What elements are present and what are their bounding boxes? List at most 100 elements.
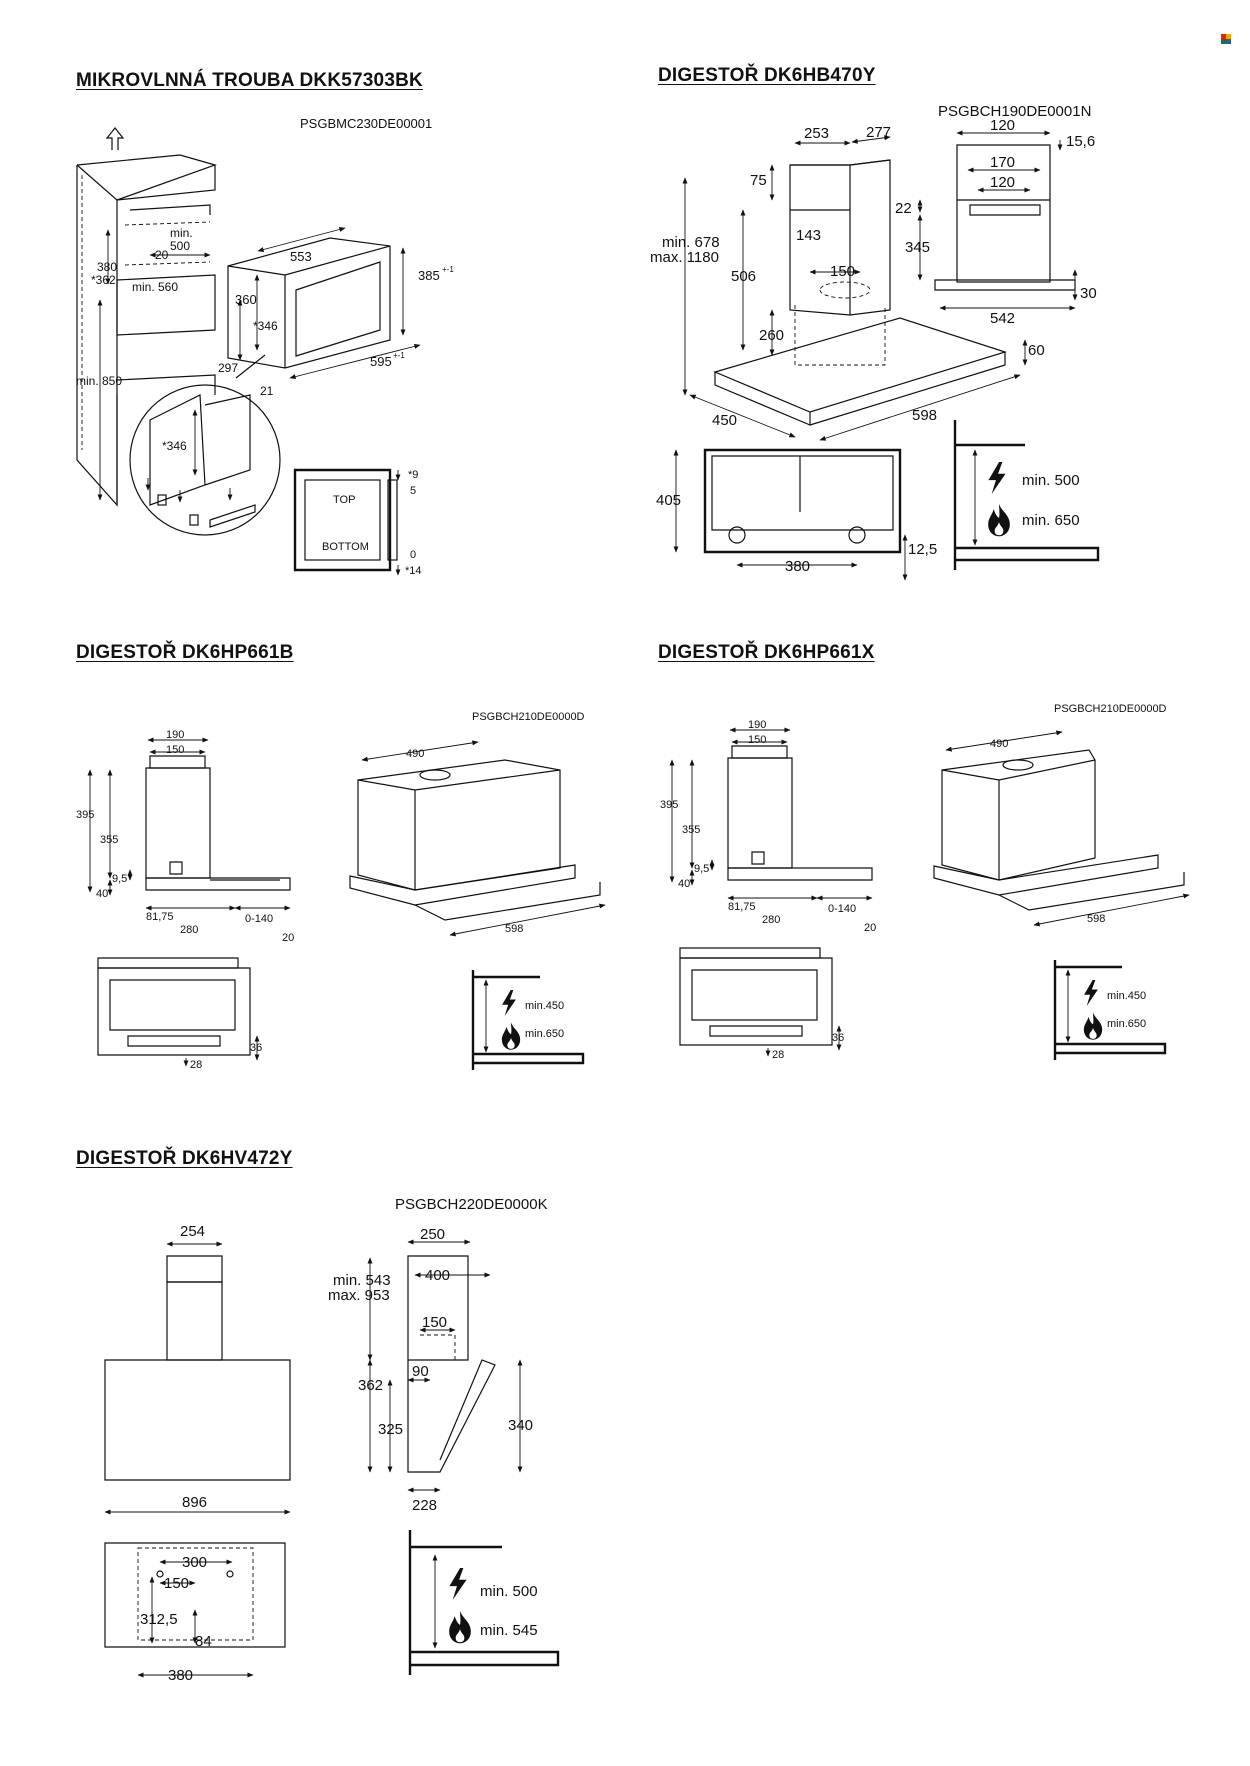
dimension-label-d28: 28	[190, 1059, 202, 1071]
dimension-label-d346b: *346	[162, 439, 187, 453]
dimension-label-d598: 598	[912, 407, 937, 424]
dimension-label-dmin: min. 543	[333, 1272, 391, 1289]
dimension-label-d598: 598	[1087, 913, 1105, 925]
dimension-label-d250: 250	[420, 1226, 445, 1243]
dimension-label-d340: 340	[508, 1417, 533, 1434]
dimension-label-d395: 395	[660, 799, 678, 811]
dimension-label-d228: 228	[412, 1497, 437, 1514]
dimension-label-d490: 490	[406, 748, 424, 760]
dimension-label-d506: 506	[731, 268, 756, 285]
dimension-label-d300: 300	[182, 1554, 207, 1571]
dimension-label-d36: 36	[250, 1042, 262, 1054]
dimension-label-safe500: min. 500	[480, 1583, 538, 1600]
hb470-code: PSGBCH190DE0001N	[938, 103, 1091, 120]
dimension-label-safe500: min. 500	[1022, 472, 1080, 489]
hp661b-drawing: PSGBCH210DE0000D 190 150 395 355 9,5 40 …	[76, 711, 606, 1071]
dimension-label-d36: 36	[832, 1032, 844, 1044]
dimension-label-safe650: min.650	[1107, 1018, 1146, 1030]
dimension-label-d385: 385	[418, 268, 440, 283]
dimension-label-d30: 30	[1080, 285, 1097, 302]
dimension-label-d355: 355	[100, 834, 118, 846]
dimension-label-d297: 297	[218, 361, 238, 375]
section-title-hp661b: DIGESTOŘ DK6HP661B	[76, 642, 294, 663]
dimension-label-d5: 5	[410, 485, 416, 497]
dimension-label-d20: 20	[864, 922, 876, 934]
dimension-label-safe650: min. 650	[1022, 512, 1080, 529]
dimension-label-d95: 9,5	[694, 863, 709, 875]
dimension-label-d385sup: +-1	[442, 265, 454, 274]
dimension-label-d360: 360	[235, 292, 257, 307]
dimension-label-d362: 362	[358, 1377, 383, 1394]
dimension-label-d170: 170	[990, 154, 1015, 171]
brand-logo	[1221, 34, 1231, 44]
dimension-label-d277: 277	[866, 124, 891, 141]
dimension-label-d896: 896	[182, 1494, 207, 1511]
dimension-label-d28: 28	[772, 1049, 784, 1061]
hp661x-drawing: PSGBCH210DE0000D 190 150 395 355 9,5 40 …	[660, 703, 1190, 1061]
dimension-label-d150: 150	[748, 734, 766, 746]
dimension-label-dmax: max. 1180	[650, 249, 719, 266]
dimension-label-d355: 355	[682, 824, 700, 836]
dimension-label-d125: 12,5	[908, 541, 937, 558]
dimension-label-d280: 280	[180, 924, 198, 936]
dimension-label-d22: 22	[895, 200, 912, 217]
dimension-label-d595sup: +-1	[393, 351, 405, 360]
dimension-label-d21: 21	[260, 384, 274, 398]
dimension-label-d253: 253	[804, 125, 829, 142]
dimension-label-d598: 598	[505, 923, 523, 935]
dimension-label-d380: 380	[785, 558, 810, 575]
dimension-label-d500: min.500	[170, 226, 193, 253]
dimension-label-d75: 75	[750, 172, 767, 189]
dimension-label-d346a: *346	[253, 319, 278, 333]
dimension-label-d850: min. 850	[76, 374, 122, 388]
dimension-label-d380: 380	[97, 260, 117, 274]
section-title-microwave: MIKROVLNNÁ TROUBA DKK57303BK	[76, 70, 423, 91]
dimension-label-d260: 260	[759, 327, 784, 344]
dimension-label-d150b: 150	[422, 1314, 447, 1331]
dimension-label-d9: *9	[408, 469, 418, 481]
dimension-label-d8175: 81,75	[146, 911, 174, 923]
dimension-label-d0140: 0-140	[828, 903, 856, 915]
section-title-hv472: DIGESTOŘ DK6HV472Y	[76, 1148, 293, 1169]
dimension-label-d190: 190	[166, 729, 184, 741]
dimension-label-d0140: 0-140	[245, 913, 273, 925]
dimension-label-bottom: BOTTOM	[322, 541, 369, 553]
dimension-label-d120b: 120	[990, 174, 1015, 191]
dimension-label-d362: *362	[91, 273, 116, 287]
dimension-label-d8175: 81,75	[728, 901, 756, 913]
dimension-label-d0: 0	[410, 549, 416, 561]
dimension-label-d325: 325	[378, 1421, 403, 1438]
dimension-label-d20: 20	[282, 932, 294, 944]
dimension-label-d395: 395	[76, 809, 94, 821]
hv472-drawing: PSGBCH220DE0000K 254 896 300 150 312,5 8…	[104, 1196, 560, 1684]
dimension-label-d280: 280	[762, 914, 780, 926]
dimension-label-d553: 553	[290, 249, 312, 264]
dimension-label-safe450: min.450	[525, 1000, 564, 1012]
dimension-label-d120a: 120	[990, 117, 1015, 134]
dimension-label-d150a: 150	[164, 1575, 189, 1592]
dimension-label-d405: 405	[656, 492, 681, 509]
section-title-hb470: DIGESTOŘ DK6HB470Y	[658, 65, 876, 86]
dimension-label-d345: 345	[905, 239, 930, 256]
microwave-code: PSGBMC230DE00001	[300, 116, 432, 131]
hp661b-code: PSGBCH210DE0000D	[472, 711, 585, 723]
dimension-label-safe450: min.450	[1107, 990, 1146, 1002]
dimension-label-d490: 490	[990, 738, 1008, 750]
dimension-label-d143: 143	[796, 227, 821, 244]
dimension-label-d560: min. 560	[132, 280, 178, 294]
dimension-label-top: TOP	[333, 494, 355, 506]
dimension-label-d40: 40	[96, 888, 108, 900]
dimension-label-d150: 150	[830, 263, 855, 280]
microwave-drawing: PSGBMC230DE00001 380 *362 min.500 20 min…	[76, 116, 454, 577]
dimension-label-d90: 90	[412, 1363, 429, 1380]
dimension-label-d150: 150	[166, 744, 184, 756]
dimension-label-d542: 542	[990, 310, 1015, 327]
dimension-label-d380: 380	[168, 1667, 193, 1684]
dimension-label-d95: 9,5	[112, 873, 127, 885]
dimension-label-d40: 40	[678, 878, 690, 890]
dimension-label-d3125: 312,5	[140, 1611, 178, 1628]
dimension-label-d190: 190	[748, 719, 766, 731]
dimension-label-dmin: min. 678	[662, 234, 720, 251]
dimension-label-d595: 595	[370, 354, 392, 369]
